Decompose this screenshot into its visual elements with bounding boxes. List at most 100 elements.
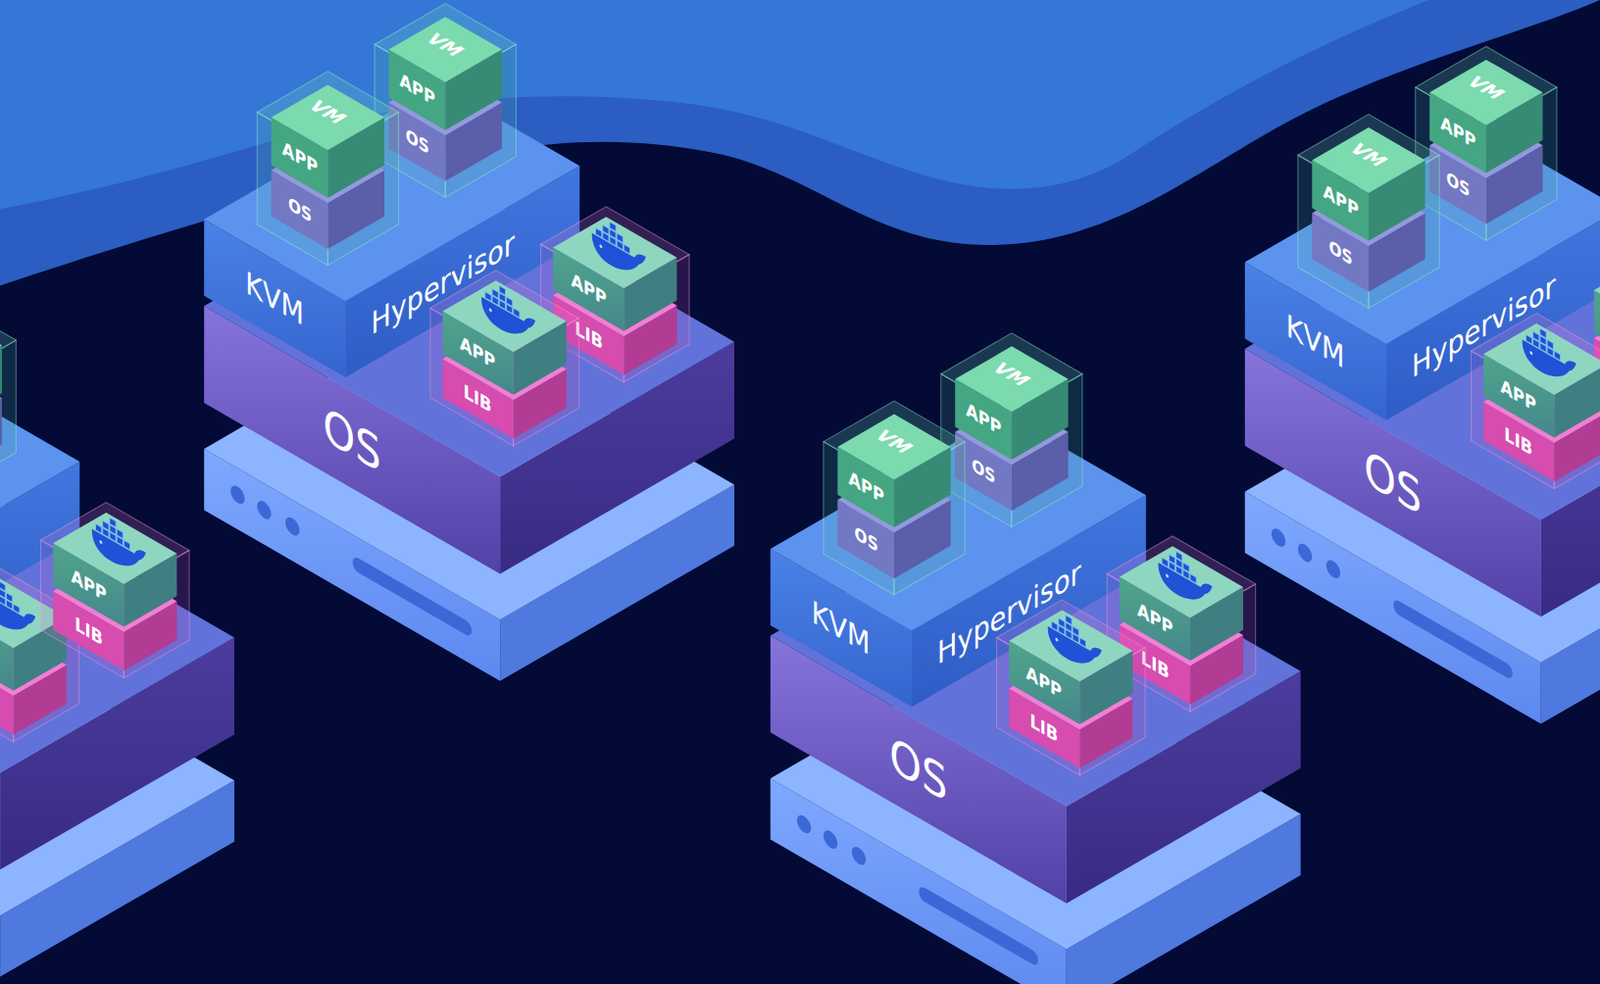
- app-block-top-face: [389, 16, 502, 83]
- hyp-block-top-face: [770, 413, 1147, 631]
- whale-container: [616, 233, 623, 244]
- whale-container: [102, 520, 109, 531]
- whale-container: [1058, 618, 1065, 629]
- whale-container: [1050, 621, 1057, 632]
- os-block-top-face: [770, 500, 1301, 807]
- lib-block-top-face: [443, 328, 567, 400]
- server-slot: [918, 884, 1039, 968]
- vm-glow-right-face: [0, 340, 16, 494]
- container-glow-top-face: [997, 600, 1146, 686]
- vmos-block-top-face: [271, 138, 385, 204]
- whale-eye: [599, 244, 602, 250]
- whale-eye: [1529, 350, 1533, 356]
- server-light: [256, 498, 271, 523]
- app-block-top-face: [1311, 127, 1425, 194]
- server-light: [230, 482, 245, 507]
- hyp-block-top-face: [1245, 127, 1600, 345]
- whale-container: [1072, 626, 1079, 637]
- whale-eye: [1165, 573, 1169, 579]
- server-light: [285, 514, 300, 540]
- whale-container: [1065, 615, 1072, 626]
- container-glow-left-face: [41, 540, 125, 679]
- whale-eye: [99, 540, 102, 546]
- whale-container: [492, 289, 499, 300]
- whale-eye: [1054, 637, 1058, 643]
- container-glow-right-face: [123, 550, 190, 679]
- whale-container: [5, 593, 12, 603]
- lib-block-top-face: [1008, 657, 1133, 730]
- whale-container: [1190, 573, 1197, 584]
- whale-container: [1176, 551, 1183, 562]
- app-block-top-face: [0, 312, 2, 379]
- server-light: [1326, 556, 1341, 582]
- app-block: APP: [834, 411, 953, 530]
- container-app-block-shape: [440, 278, 570, 398]
- whale-eye: [489, 307, 493, 313]
- server-light: [1298, 541, 1312, 566]
- whale-container: [13, 603, 20, 614]
- container-glow-top-face: [430, 270, 579, 356]
- whale-container: [505, 297, 512, 307]
- wave-light: [0, 0, 1429, 209]
- whale-container: [1540, 328, 1547, 339]
- whale-body: [0, 585, 36, 646]
- lib-block-top-face: [52, 560, 177, 633]
- container-app-block: APP: [1005, 607, 1136, 727]
- server-slot: [1393, 598, 1513, 682]
- container-app-block: APP: [440, 278, 570, 398]
- whale-container: [1079, 638, 1086, 649]
- vmos-block-top-face: [1429, 112, 1543, 179]
- os-block-top-face: [203, 170, 735, 477]
- container-glow-top-face: [41, 502, 190, 589]
- lib-block-top-face: [1483, 371, 1600, 444]
- container-glow-top-face: [1106, 536, 1255, 622]
- whale-container: [109, 517, 116, 528]
- whale-container: [1547, 340, 1553, 350]
- os-block-top-face: [1245, 213, 1600, 520]
- vmos-block-top-face: [954, 399, 1068, 465]
- whale-container: [595, 228, 601, 239]
- whale-container: [609, 221, 616, 232]
- app-block: APP: [385, 14, 504, 134]
- whale-container: [123, 540, 130, 550]
- whale-container: [513, 307, 520, 318]
- whale-container: [499, 285, 505, 296]
- whale-container: [1161, 557, 1168, 568]
- app-block-top-face: [837, 414, 950, 481]
- container-app-block-shape: [50, 509, 180, 630]
- container-app-block-shape: [1480, 321, 1600, 441]
- app-block: APP: [268, 82, 388, 200]
- app-block-right-face: [0, 345, 2, 426]
- docker-whale: [0, 571, 36, 646]
- server-light: [823, 827, 838, 852]
- vmos-block-right-face: [0, 398, 2, 477]
- container-app-block-shape: [1005, 607, 1136, 727]
- whale-container: [0, 581, 6, 592]
- server-light: [851, 844, 866, 869]
- whale-container: [116, 529, 123, 540]
- whale-container: [623, 244, 630, 254]
- container-app-block: APP: [50, 509, 180, 630]
- os-block-right-face: [500, 342, 735, 575]
- vmos-block-top-face: [837, 467, 950, 534]
- vmos-block-top-face: [389, 69, 502, 136]
- vm-box: VMAPPOS: [820, 399, 968, 598]
- lib-block-left-face: [52, 591, 124, 671]
- whale-container: [602, 225, 609, 236]
- whale-container: [1168, 554, 1175, 565]
- app-block-top-face: [271, 84, 385, 150]
- whale-container: [485, 292, 492, 302]
- whale-container: [1183, 562, 1190, 573]
- whale-container: [95, 523, 101, 534]
- os-block-right-face: [1066, 671, 1301, 904]
- app-block: APP: [951, 344, 1071, 463]
- vm-glow-top-face: [0, 299, 16, 381]
- server-light: [1271, 525, 1286, 550]
- whale-container: [1525, 334, 1532, 345]
- vmos-block-top-face: [1311, 180, 1425, 247]
- container-glow-top-face: [541, 206, 690, 293]
- app-block-top-face: [954, 346, 1068, 412]
- vm-box: VMAPPOS: [1295, 111, 1443, 310]
- vm-box: VMAPPOS: [253, 69, 401, 268]
